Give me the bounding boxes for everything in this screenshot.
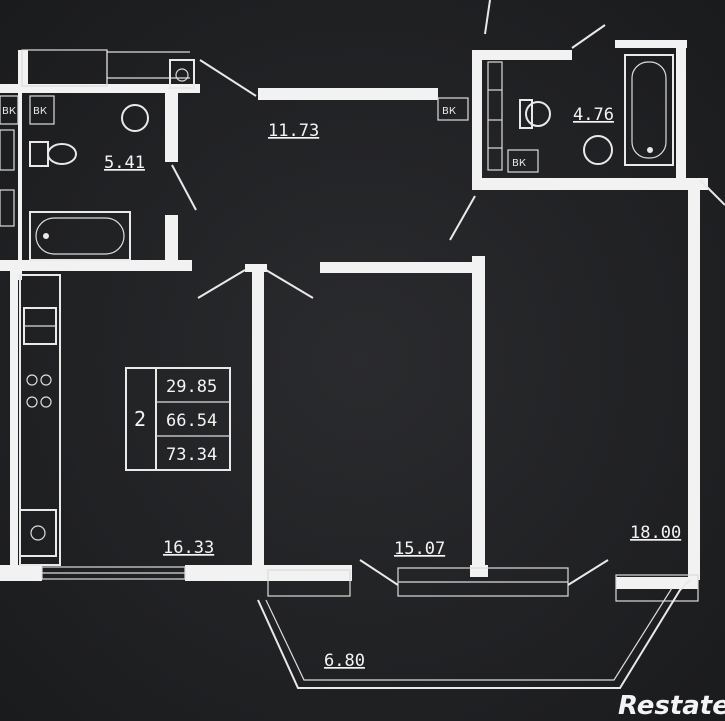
door-top (484, 0, 491, 35)
wall-living-right (688, 185, 700, 580)
door-kitchen-left (197, 269, 246, 299)
door-living (699, 179, 725, 206)
wall-wc-bottom (472, 178, 708, 190)
total-with-loggia: 73.34 (166, 445, 217, 465)
wall-wc-top-right (615, 40, 687, 48)
toilet-right-tank (519, 99, 533, 129)
area-bedroom: 15.07 (394, 539, 445, 559)
wall-segment (22, 50, 28, 90)
wall-left-inner (18, 50, 22, 280)
living-area: 29.85 (166, 377, 217, 397)
windows (21, 49, 699, 602)
bathtub-right (624, 54, 674, 166)
bathtub-left (29, 211, 131, 261)
wall-facade-3 (262, 565, 352, 581)
area-wc: 4.76 (573, 105, 614, 125)
kitchen-counter (19, 274, 61, 566)
vent-boxes: ВК ВК ВК ВК (0, 95, 539, 173)
wall-facade-5 (616, 577, 698, 589)
wall-kitchen-left (10, 270, 18, 570)
door-hall-entry (199, 59, 257, 97)
area-kitchen: 16.33 (163, 538, 214, 558)
room-count: 2 (134, 407, 146, 431)
walls (0, 40, 708, 589)
total-area: 66.54 (166, 411, 217, 431)
door-balcony-left (359, 559, 399, 586)
wall-bathroom-right-lower (165, 215, 178, 270)
door-bedroom (449, 195, 476, 241)
door-kitchen-right (265, 269, 314, 299)
wall-wc-left (472, 50, 482, 188)
wall-hall-top (258, 88, 438, 100)
wall-bedroom-top (320, 262, 485, 273)
wall-bathroom-right (165, 92, 178, 162)
area-living: 18.00 (630, 523, 681, 543)
window-living (615, 574, 699, 602)
fixtures (0, 54, 674, 566)
corner-box (169, 59, 195, 89)
wall-wc-right (676, 40, 686, 188)
vent-label-1: ВК (2, 106, 16, 117)
sink-left (121, 104, 149, 132)
watermark-logo: Restate (618, 691, 725, 721)
door-balcony-right (567, 559, 609, 586)
wall-top-left (0, 84, 200, 93)
loggia-outline (257, 579, 691, 689)
fridge (19, 509, 57, 557)
door-bathroom (171, 164, 197, 211)
wall-bedroom-living (472, 256, 485, 572)
area-loggia: 6.80 (324, 651, 365, 671)
wall-wc-top (472, 50, 572, 60)
sink-right (583, 135, 613, 165)
wall-kitchen-bedroom (252, 264, 264, 570)
toilet-right (525, 101, 551, 127)
door-wc (571, 24, 606, 49)
area-summary-table: 2 29.85 66.54 73.34 (125, 367, 231, 471)
toilet-left (47, 143, 77, 165)
area-hall: 11.73 (268, 121, 319, 141)
vent-label-2: ВК (33, 106, 47, 117)
room-labels: 5.41 11.73 4.76 16.33 15.07 18.00 6.80 (104, 105, 681, 671)
vent-label-4: ВК (512, 158, 526, 169)
vent-label-3: ВК (442, 106, 456, 117)
wall-kitchen-top (0, 260, 192, 271)
wall-facade-1 (0, 565, 42, 581)
window-kitchen-2 (267, 569, 351, 597)
doors (171, 0, 725, 586)
area-bathroom: 5.41 (104, 153, 145, 173)
wall-facade-4 (470, 565, 488, 577)
wall-facade-2 (185, 565, 270, 581)
